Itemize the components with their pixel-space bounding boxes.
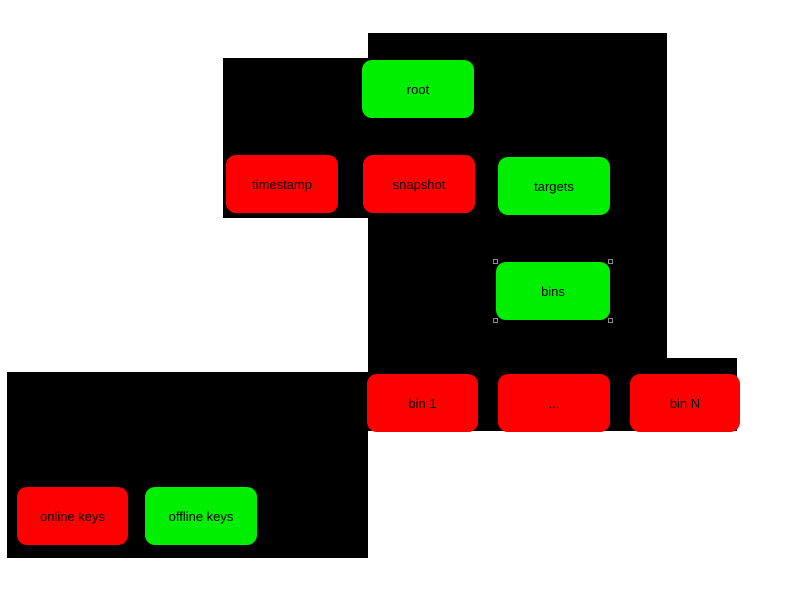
node-bin-ellipsis[interactable]: ... <box>498 374 610 432</box>
node-bin-n-label: bin N <box>669 395 701 411</box>
node-offline-keys-label: offline keys <box>168 508 234 524</box>
node-timestamp[interactable]: timestamp <box>226 155 338 213</box>
selection-handle-top-right[interactable] <box>608 259 613 264</box>
node-bin-ellipsis-label: ... <box>548 395 560 411</box>
selection-handle-bottom-right[interactable] <box>608 318 613 323</box>
node-bins[interactable]: bins <box>493 259 613 323</box>
node-snapshot[interactable]: snapshot <box>363 155 475 213</box>
node-offline-keys[interactable]: offline keys <box>145 487 257 545</box>
node-online-keys[interactable]: online keys <box>17 487 128 545</box>
selection-handle-top-left[interactable] <box>493 259 498 264</box>
node-bin-n[interactable]: bin N <box>630 374 740 432</box>
node-snapshot-label: snapshot <box>392 176 446 192</box>
node-online-keys-label: online keys <box>39 508 106 524</box>
node-timestamp-label: timestamp <box>252 176 312 192</box>
node-bins-label: bins <box>541 283 565 299</box>
selection-handle-bottom-left[interactable] <box>493 318 498 323</box>
node-root[interactable]: root <box>362 60 474 118</box>
node-bin-1-label: bin 1 <box>408 395 437 411</box>
node-root-label: root <box>406 81 430 97</box>
node-targets[interactable]: targets <box>498 157 610 215</box>
node-targets-label: targets <box>534 178 574 194</box>
node-bin-1[interactable]: bin 1 <box>367 374 478 432</box>
